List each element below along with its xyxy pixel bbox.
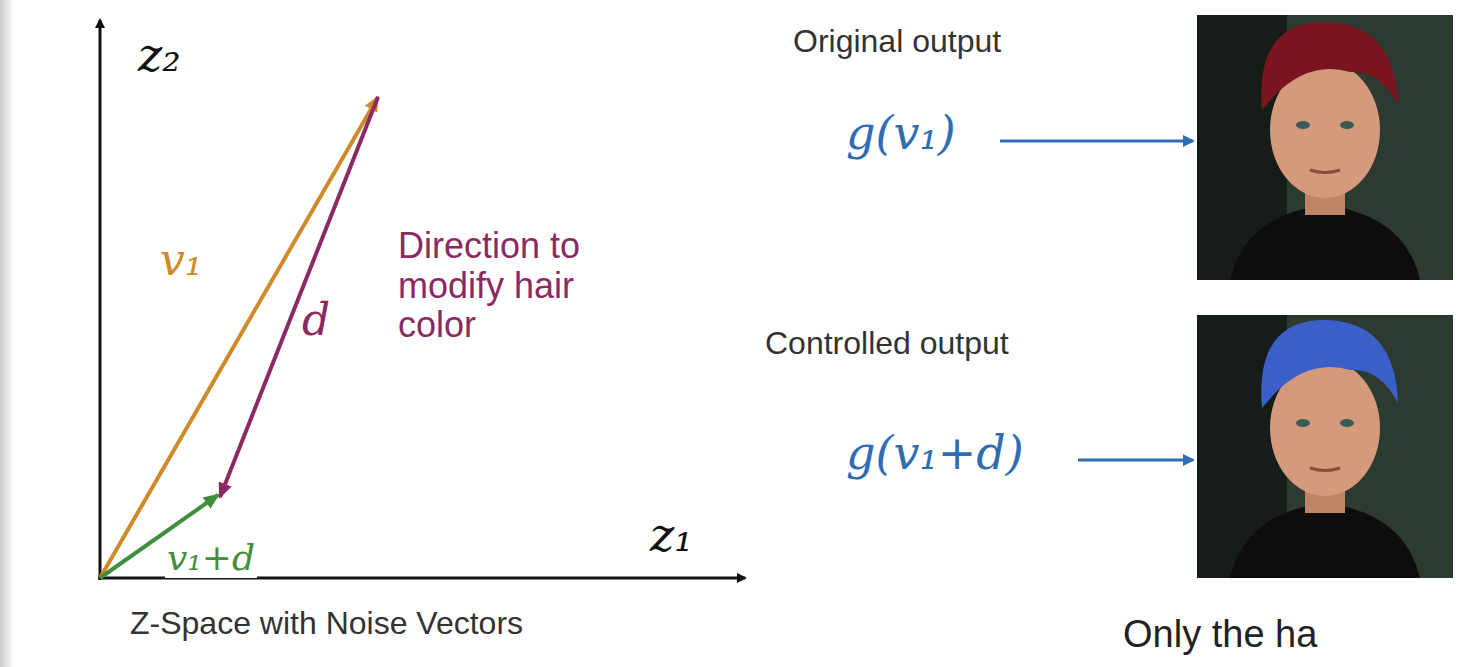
frame-edge bbox=[0, 0, 14, 667]
generator-call: g(v₁+d) bbox=[846, 428, 1024, 479]
output-arrow bbox=[1078, 459, 1193, 462]
output-title: Controlled output bbox=[765, 326, 1009, 361]
z2-axis bbox=[99, 20, 102, 580]
note-text: Only the ha bbox=[1123, 614, 1317, 656]
vector-label: v₁+d bbox=[165, 538, 257, 578]
axis-label: z₁ bbox=[650, 510, 693, 561]
caption: Z-Space with Noise Vectors bbox=[130, 606, 523, 641]
vector-label: v₁ bbox=[160, 236, 203, 284]
output-title: Original output bbox=[793, 24, 1001, 59]
output-arrow bbox=[1000, 140, 1193, 143]
face-photo bbox=[1197, 315, 1453, 578]
d-vector bbox=[220, 97, 378, 497]
direction-note: Direction to modify hair color bbox=[398, 226, 618, 345]
v1-vector bbox=[100, 97, 378, 578]
axis-label: z₂ bbox=[138, 30, 181, 81]
face-photo bbox=[1197, 15, 1453, 280]
generator-call: g(v₁) bbox=[846, 108, 956, 159]
vector-label: d bbox=[302, 296, 330, 344]
